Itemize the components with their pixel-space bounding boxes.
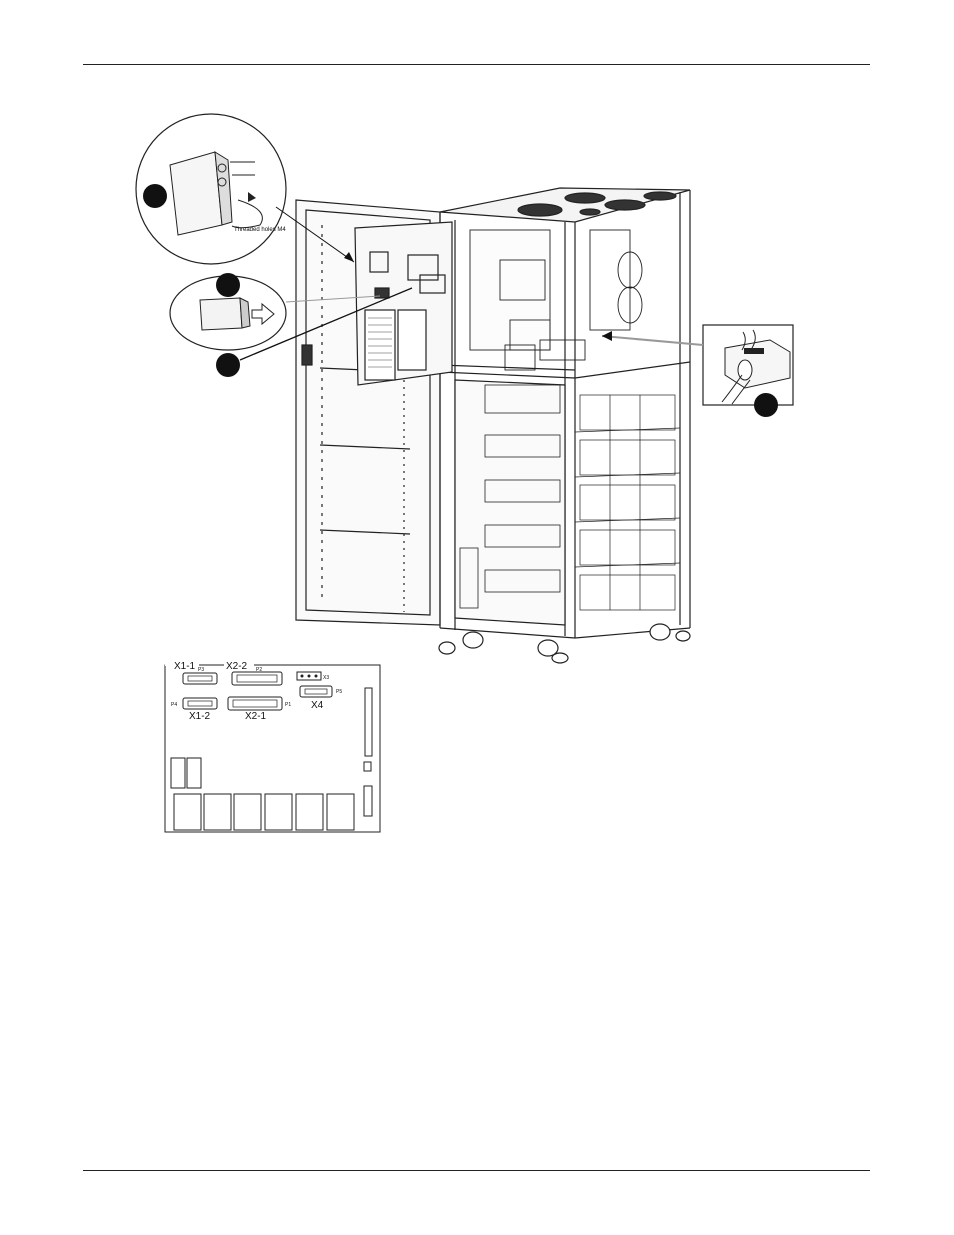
label-x3: X3 — [323, 675, 329, 681]
connector-x3 — [297, 672, 321, 680]
cabinet-top — [440, 188, 690, 222]
label-x1-1: X1-1 — [174, 661, 196, 672]
connector-x1-2 — [183, 698, 217, 709]
connector-x1-1 — [183, 673, 217, 684]
upper-compartment — [470, 230, 642, 370]
label-p5: P5 — [336, 689, 342, 695]
label-x2-2: X2-2 — [226, 661, 248, 672]
ups-cabinet — [296, 188, 690, 663]
callout-current-sensor — [602, 325, 793, 417]
control-panel — [355, 222, 452, 385]
connector-x4 — [300, 686, 332, 697]
label-p2: P2 — [256, 667, 262, 673]
connector-board: X1-1 P3 X2-2 P2 X3 P5 X4 P4 P1 X1-2 X2-1 — [165, 659, 380, 832]
connector-x2-1 — [228, 697, 282, 710]
label-x4: X4 — [311, 700, 324, 711]
callout-marker-b — [216, 273, 240, 297]
label-x2-1: X2-1 — [245, 711, 267, 722]
label-p4: P4 — [171, 702, 177, 708]
label-p3: P3 — [198, 667, 204, 673]
callout-marker-c — [216, 353, 240, 377]
label-x1-2: X1-2 — [189, 711, 211, 722]
callout-marker-d — [754, 393, 778, 417]
callout-marker-a — [143, 184, 167, 208]
connector-x2-2 — [232, 672, 282, 685]
label-p1: P1 — [285, 702, 291, 708]
threaded-holes-label: Threaded holes M4 — [234, 227, 286, 233]
battery-shelves — [455, 380, 680, 625]
